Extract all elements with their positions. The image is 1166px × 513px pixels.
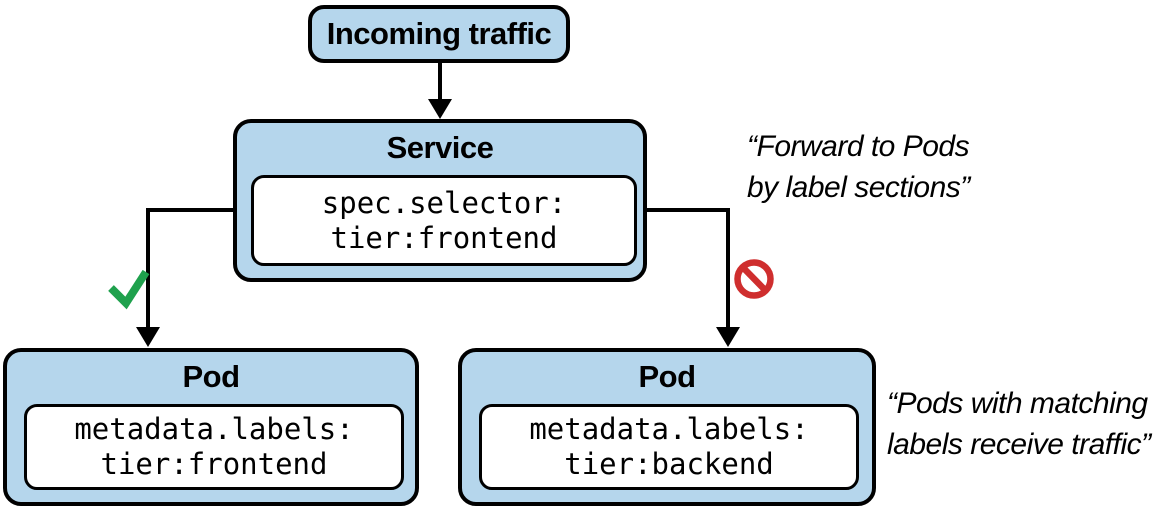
- service-title: Service: [386, 130, 494, 165]
- prohibited-icon: [734, 259, 774, 299]
- pod-frontend-labels-box: metadata.labels: tier:frontend: [24, 404, 404, 490]
- service-selector-key: spec.selector:: [321, 185, 567, 220]
- pods-annotation-line1: “Pods with matching: [887, 387, 1148, 420]
- pod-backend-node: Pod metadata.labels: tier:backend: [458, 348, 876, 506]
- pods-annotation-line2: labels receive traffic”: [887, 428, 1151, 461]
- incoming-traffic-label: Incoming traffic: [326, 16, 552, 51]
- pod-frontend-node: Pod metadata.labels: tier:frontend: [3, 348, 419, 506]
- check-icon: [108, 269, 150, 310]
- incoming-traffic-node: Incoming traffic: [308, 5, 570, 63]
- pods-annotation: “Pods with matching labels receive traff…: [887, 383, 1151, 465]
- pod-backend-labels-value: tier:backend: [564, 447, 774, 481]
- service-annotation-line1: “Forward to Pods: [747, 130, 970, 163]
- service-selector-value: tier:frontend: [330, 220, 558, 255]
- pod-backend-labels-box: metadata.labels: tier:backend: [479, 404, 859, 490]
- service-node: Service spec.selector: tier:frontend: [233, 119, 647, 282]
- service-annotation: “Forward to Pods by label sections”: [747, 126, 970, 208]
- pod-frontend-labels-value: tier:frontend: [100, 447, 328, 481]
- pod-frontend-labels-key: metadata.labels:: [74, 412, 354, 446]
- arrow-incoming-to-service: [428, 62, 452, 119]
- pod-backend-title: Pod: [638, 359, 696, 394]
- pod-frontend-title: Pod: [182, 359, 240, 394]
- service-annotation-line2: by label sections”: [747, 171, 970, 204]
- pod-backend-labels-key: metadata.labels:: [529, 412, 809, 446]
- arrow-service-to-pod-left: [136, 208, 233, 347]
- service-selector-box: spec.selector: tier:frontend: [251, 175, 637, 266]
- arrow-service-to-pod-right: [647, 208, 740, 347]
